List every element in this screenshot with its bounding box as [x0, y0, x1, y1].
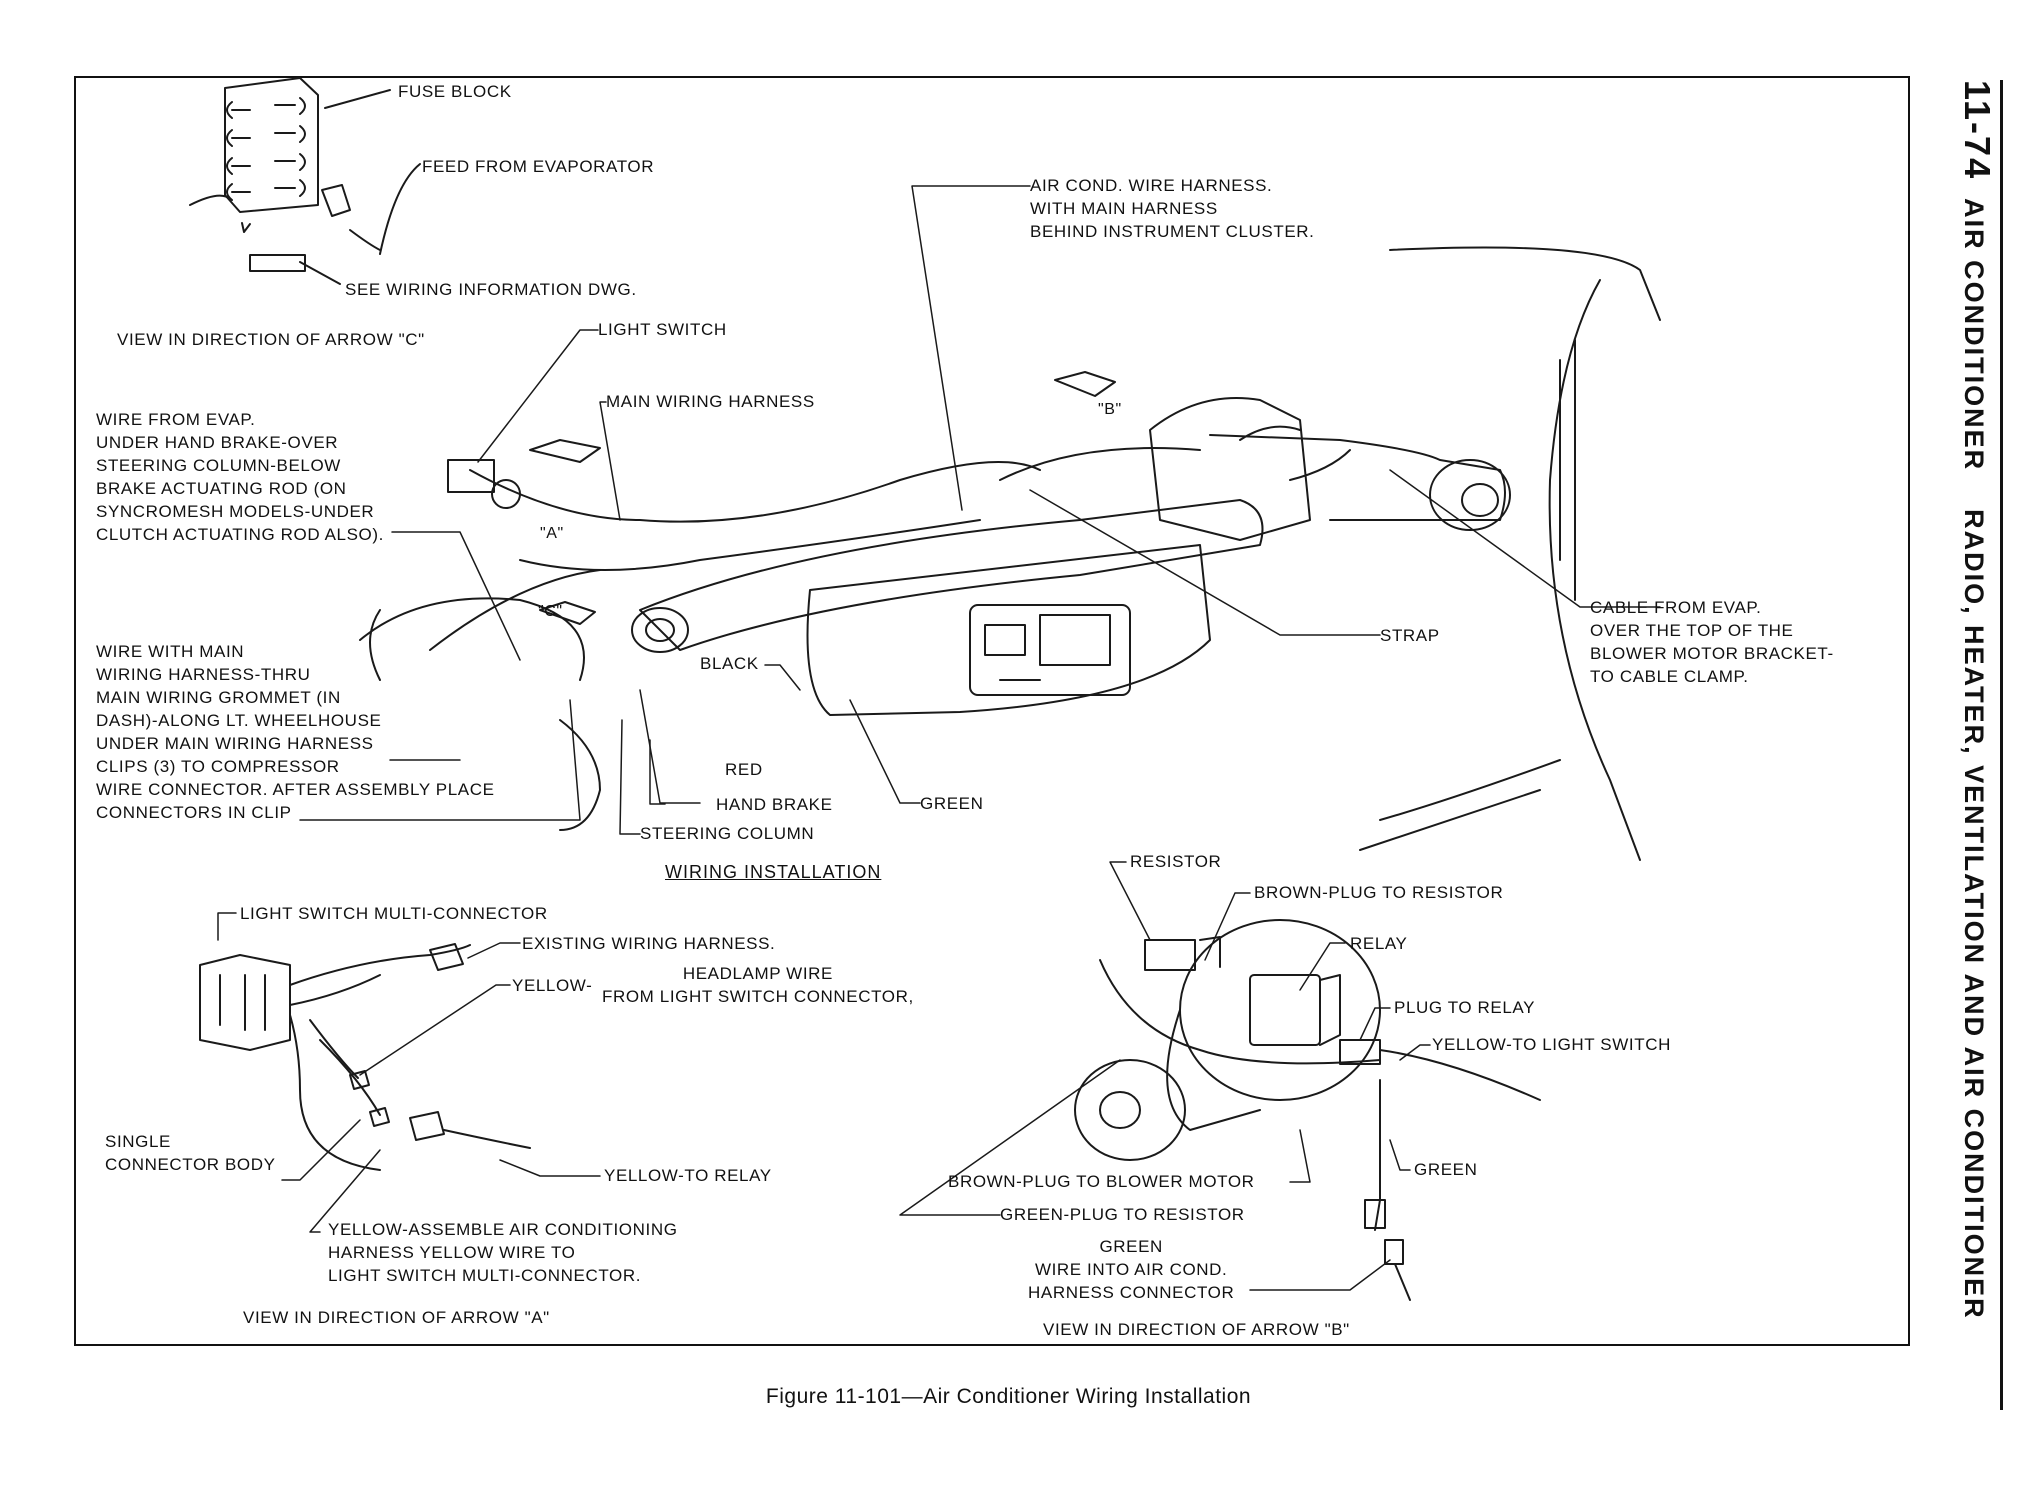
- label-strap: STRAP: [1380, 626, 1440, 645]
- label-main-wiring-harness: MAIN WIRING HARNESS: [606, 392, 815, 411]
- fuse-block-drawing: [189, 77, 421, 285]
- page-number: 11-74: [1957, 80, 1998, 181]
- arrow-c-marker: "C": [538, 603, 563, 620]
- side-rule: [2000, 80, 2003, 1410]
- label-steering-column: STEERING COLUMN: [640, 824, 815, 843]
- side-header-text: 11-74AIR CONDITIONER RADIO, HEATER, VENT…: [1956, 80, 1998, 1320]
- label-wire-from-evap: WIRE FROM EVAP. UNDER HAND BRAKE-OVER ST…: [96, 410, 384, 544]
- label-yellow-to-relay: YELLOW-TO RELAY: [604, 1166, 772, 1185]
- label-light-switch-multi-connector: LIGHT SWITCH MULTI-CONNECTOR: [240, 904, 548, 923]
- label-existing-wiring-harness: EXISTING WIRING HARNESS.: [522, 934, 776, 953]
- label-green-wire-into-harness: GREEN WIRE INTO AIR COND. HARNESS CONNEC…: [1028, 1237, 1235, 1302]
- label-plug-to-relay: PLUG TO RELAY: [1394, 998, 1536, 1017]
- view-b-title: VIEW IN DIRECTION OF ARROW "B": [1043, 1320, 1350, 1339]
- label-see-wiring-information: SEE WIRING INFORMATION DWG.: [345, 280, 637, 299]
- side-running-header: 11-74AIR CONDITIONER RADIO, HEATER, VENT…: [1948, 80, 2008, 1410]
- figure-caption: Figure 11-101—Air Conditioner Wiring Ins…: [765, 1385, 1252, 1408]
- label-wire-with-main: WIRE WITH MAIN WIRING HARNESS-THRU MAIN …: [96, 642, 495, 822]
- label-cable-from-evap: CABLE FROM EVAP. OVER THE TOP OF THE BLO…: [1590, 598, 1834, 686]
- label-yellow: YELLOW-: [512, 976, 593, 995]
- view-a-title: VIEW IN DIRECTION OF ARROW "A": [243, 1308, 550, 1327]
- label-light-switch: LIGHT SWITCH: [598, 320, 727, 339]
- wiring-installation-title: WIRING INSTALLATION: [665, 862, 882, 882]
- label-single-connector-body: SINGLE CONNECTOR BODY: [105, 1132, 276, 1174]
- main-view-leaders: [299, 185, 1661, 835]
- label-resistor: RESISTOR: [1130, 852, 1222, 871]
- label-hand-brake: HAND BRAKE: [716, 795, 833, 814]
- label-brown-plug-to-blower-motor: BROWN-PLUG TO BLOWER MOTOR: [948, 1172, 1255, 1191]
- label-yellow-assemble: YELLOW-ASSEMBLE AIR CONDITIONING HARNESS…: [328, 1220, 678, 1285]
- label-feed-from-evaporator: FEED FROM EVAPORATOR: [422, 157, 655, 176]
- label-green-main: GREEN: [920, 794, 984, 813]
- label-headlamp-wire: HEADLAMP WIRE FROM LIGHT SWITCH CONNECTO…: [602, 964, 914, 1006]
- arrow-a-marker: "A": [540, 525, 564, 542]
- section-title: AIR CONDITIONER RADIO, HEATER, VENTILATI…: [1959, 198, 1989, 1320]
- view-a-leaders: [217, 912, 601, 1233]
- view-b-leaders: [899, 861, 1431, 1291]
- arrow-b-marker: "B": [1098, 401, 1122, 418]
- label-fuse-block: FUSE BLOCK: [398, 82, 512, 101]
- label-relay: RELAY: [1350, 934, 1408, 953]
- label-green-plug-to-resistor: GREEN-PLUG TO RESISTOR: [1000, 1205, 1245, 1224]
- label-yellow-to-light-switch: YELLOW-TO LIGHT SWITCH: [1432, 1035, 1671, 1054]
- figure-frame: [74, 76, 1910, 1346]
- label-brown-plug-to-resistor: BROWN-PLUG TO RESISTOR: [1254, 883, 1504, 902]
- light-switch-connector-drawing: [199, 943, 531, 1171]
- label-green-b: GREEN: [1414, 1160, 1478, 1179]
- label-air-cond-wire-harness: AIR COND. WIRE HARNESS. WITH MAIN HARNES…: [1030, 176, 1315, 241]
- view-c-title: VIEW IN DIRECTION OF ARROW "C": [117, 330, 425, 349]
- label-black: BLACK: [700, 654, 759, 673]
- blower-relay-drawing: [1074, 919, 1541, 1301]
- dash-assembly-drawing: [359, 246, 1661, 861]
- label-red: RED: [725, 760, 763, 779]
